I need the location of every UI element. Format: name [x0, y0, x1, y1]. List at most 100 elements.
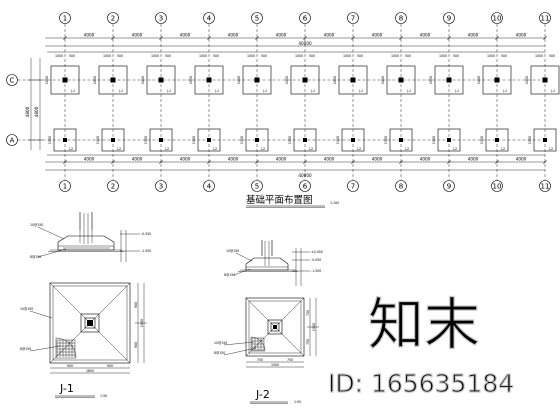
bay-dim-bottom: 4000 — [228, 157, 239, 162]
j2-title: J-2 — [255, 388, 270, 401]
row-label-a: A — [10, 137, 15, 145]
footing-offset-top: 500 — [165, 54, 171, 58]
column-label-top: 8 — [399, 15, 403, 23]
dim-tick — [447, 160, 451, 164]
footing-width-top: 1800 — [429, 76, 433, 84]
j1-rebar-a: 10@150 — [30, 223, 43, 227]
dim-tick — [495, 160, 499, 164]
bay-dim-top: 4000 — [84, 33, 95, 38]
j1-dim-2: 900 — [134, 342, 138, 348]
footing-tag-top: J-1 — [358, 89, 363, 93]
footing-width-bottom: 1500 — [144, 136, 148, 144]
j2-scale: 1:50 — [294, 400, 301, 404]
bay-dim-top: 4000 — [516, 33, 527, 38]
footing-offset-top: 1000 — [247, 54, 255, 58]
bay-dim-top: 4000 — [276, 33, 287, 38]
bay-dim-bottom: 4000 — [132, 157, 143, 162]
bay-dim-top: 4000 — [420, 33, 431, 38]
total-length-top: 40000 — [298, 41, 312, 46]
row-spacing-label: 4800 — [25, 106, 30, 117]
bay-dim-bottom: 4000 — [324, 157, 335, 162]
plan-title-block: 基础平面布置图 1:100 — [246, 194, 339, 208]
column-bubble-top — [251, 12, 263, 24]
column-label-top: 5 — [255, 15, 259, 23]
column-top — [158, 77, 164, 83]
column-bubble-bottom — [299, 180, 311, 192]
bay-dim-bottom: 4000 — [468, 157, 479, 162]
footing-tag-bottom: J-2 — [308, 147, 313, 151]
bay-dim-top: 4000 — [228, 33, 239, 38]
column-label-top: 6 — [303, 15, 308, 23]
footing-tag-top: J-1 — [502, 89, 507, 93]
j2-rebar-c: 10@150 — [214, 341, 227, 345]
footing-offset-top: 500 — [117, 54, 123, 58]
dim-tick — [399, 36, 403, 40]
j1-dim-1: 900 — [134, 302, 138, 308]
footing-offset-top: 500 — [357, 54, 363, 58]
bay-dim-top: 4000 — [180, 33, 191, 38]
dim-tick — [255, 160, 259, 164]
bay-dim-bottom: 4000 — [84, 157, 95, 162]
j2-plan: 750 750 1500 10@150 8@150 750 750 1500 — [214, 297, 319, 368]
footing-tag-bottom: J-2 — [404, 147, 409, 151]
footing-width-top: 1800 — [285, 76, 289, 84]
dim-tick — [207, 36, 211, 40]
footing-offset-top: 1000 — [199, 54, 207, 58]
column-bubble-bottom — [107, 180, 119, 192]
dim-tick — [447, 36, 451, 40]
footing-tag-bottom: J-2 — [260, 147, 265, 151]
column-bubble-bottom — [347, 180, 359, 192]
footing-top — [530, 65, 560, 95]
j1-dim-3: 1800 — [140, 319, 144, 327]
footing-width-top: 1800 — [45, 76, 49, 84]
dim-tick — [495, 36, 499, 40]
column-label-top: 4 — [207, 15, 212, 23]
j1-bdim-1: 900 — [67, 364, 73, 368]
column-bubble-top — [59, 12, 71, 24]
grid-lines — [64, 24, 546, 180]
column-label-bottom: 2 — [111, 183, 115, 191]
column-label-top: 2 — [111, 15, 115, 23]
column-bottom — [399, 138, 403, 142]
dim-tick — [351, 160, 355, 164]
footing-tag-bottom: J-2 — [68, 147, 73, 151]
column-bubble-bottom — [539, 180, 551, 192]
column-bubble-top — [443, 12, 455, 24]
column-bubble-bottom — [251, 180, 263, 192]
footing-offset-top: 500 — [309, 54, 315, 58]
bay-dim-bottom: 4000 — [276, 157, 287, 162]
footing-offset-top: 1000 — [103, 54, 111, 58]
row-axis-c: C — [6, 74, 548, 86]
total-length-bottom: 40000 — [298, 173, 312, 178]
dim-tick — [159, 36, 163, 40]
column-bubble-top — [491, 12, 503, 24]
j1-bdim-3: 1800 — [86, 369, 94, 373]
bay-dim-top: 4000 — [132, 33, 143, 38]
column-bubble-bottom — [59, 180, 71, 192]
j2-rebar-a: 10@150 — [226, 249, 239, 253]
footing-tag-bottom: J-2 — [116, 147, 121, 151]
footing-tag-top: J-1 — [262, 89, 267, 93]
dim-tick — [111, 160, 115, 164]
footing-tag-bottom: J-2 — [356, 147, 361, 151]
column-label-top: 3 — [159, 15, 163, 23]
footing-tag-top: J-1 — [454, 89, 459, 93]
column-bubble-top — [299, 12, 311, 24]
dim-tick — [399, 160, 403, 164]
j1-title: J-1 — [59, 382, 74, 395]
footing-tag-bottom: J-2 — [164, 147, 169, 151]
column-top — [254, 77, 260, 83]
footing-offset-top: 500 — [501, 54, 507, 58]
footing-offset-top: 500 — [69, 54, 75, 58]
column-label-bottom: 4 — [207, 183, 212, 191]
column-bubble-top — [155, 12, 167, 24]
dim-tick — [159, 160, 163, 164]
footing-offset-top: 500 — [405, 54, 411, 58]
column-bubble-top — [395, 12, 407, 24]
footing-tag-top: J-1 — [214, 89, 219, 93]
column-bubble-bottom — [443, 180, 455, 192]
column-bubble-top — [107, 12, 119, 24]
dim-tick — [63, 160, 67, 164]
